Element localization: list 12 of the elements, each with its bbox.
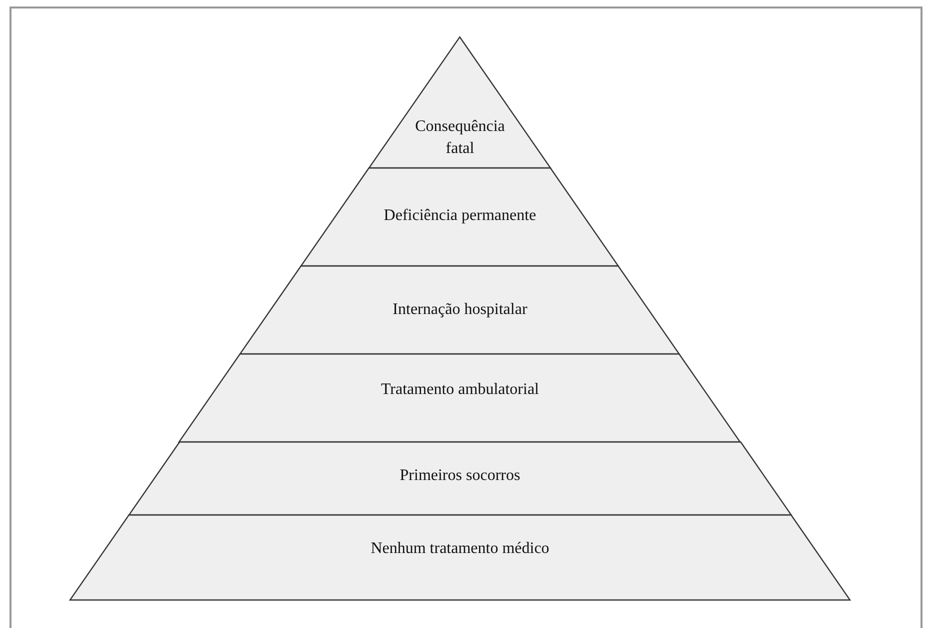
pyramid-level bbox=[179, 354, 741, 442]
pyramid-level bbox=[240, 266, 680, 354]
pyramid-level bbox=[369, 37, 551, 168]
pyramid-level bbox=[128, 442, 792, 515]
pyramid-level bbox=[301, 168, 619, 266]
level-label: Primeiros socorros bbox=[400, 466, 520, 486]
pyramid-level bbox=[70, 515, 850, 600]
level-label: Nenhum tratamento médico bbox=[370, 539, 550, 559]
level-label: Internação hospitalar bbox=[392, 300, 528, 320]
level-label: Consequência fatal bbox=[414, 117, 506, 159]
level-label: Tratamento ambulatorial bbox=[380, 380, 539, 400]
level-label: Deficiência permanente bbox=[384, 206, 536, 226]
